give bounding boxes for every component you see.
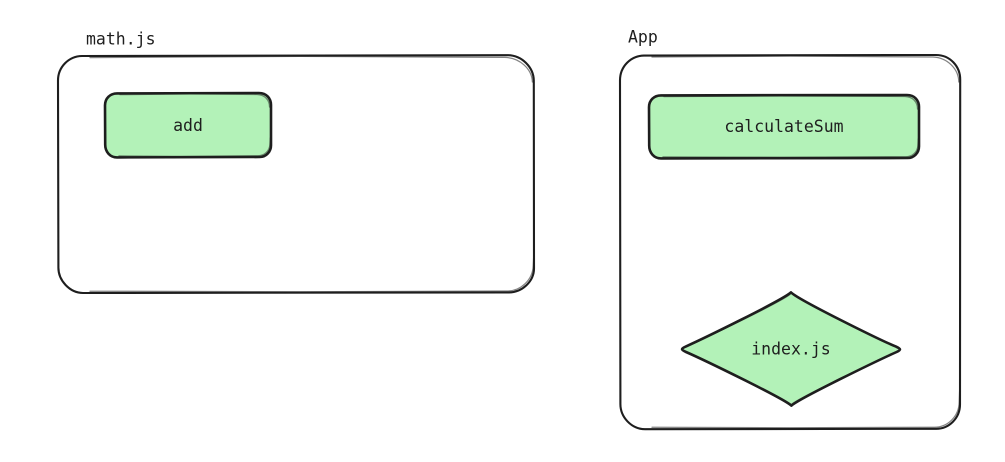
node-index-js-fill	[682, 292, 900, 406]
node-calculate-sum-border-sketch	[662, 95, 920, 159]
cluster-math-js-border	[56, 54, 536, 295]
node-add-fill	[105, 93, 272, 158]
cluster-label-math-js: math.js	[86, 30, 156, 49]
cluster-app[interactable]: App calculateSum index.js	[618, 28, 962, 431]
node-calculate-sum-fill	[649, 95, 920, 159]
node-index-js-border	[680, 291, 902, 407]
cluster-app-border-sketch	[651, 55, 961, 429]
node-add-border	[103, 91, 273, 159]
node-index-js-border-sketch	[687, 293, 895, 405]
node-index-js[interactable]: index.js	[680, 291, 902, 407]
node-calculate-sum-border	[647, 93, 921, 160]
cluster-label-app: App	[628, 28, 658, 47]
node-add-border-sketch	[118, 93, 272, 158]
node-calculate-sum[interactable]: calculateSum	[647, 93, 921, 160]
node-add-label: add	[173, 116, 203, 135]
node-calculate-sum-label: calculateSum	[724, 117, 843, 136]
cluster-math-js[interactable]: math.js add	[56, 30, 536, 295]
node-index-js-label: index.js	[751, 340, 830, 359]
cluster-app-border	[618, 53, 962, 431]
cluster-math-js-border-sketch	[89, 55, 535, 293]
node-add[interactable]: add	[103, 91, 273, 159]
